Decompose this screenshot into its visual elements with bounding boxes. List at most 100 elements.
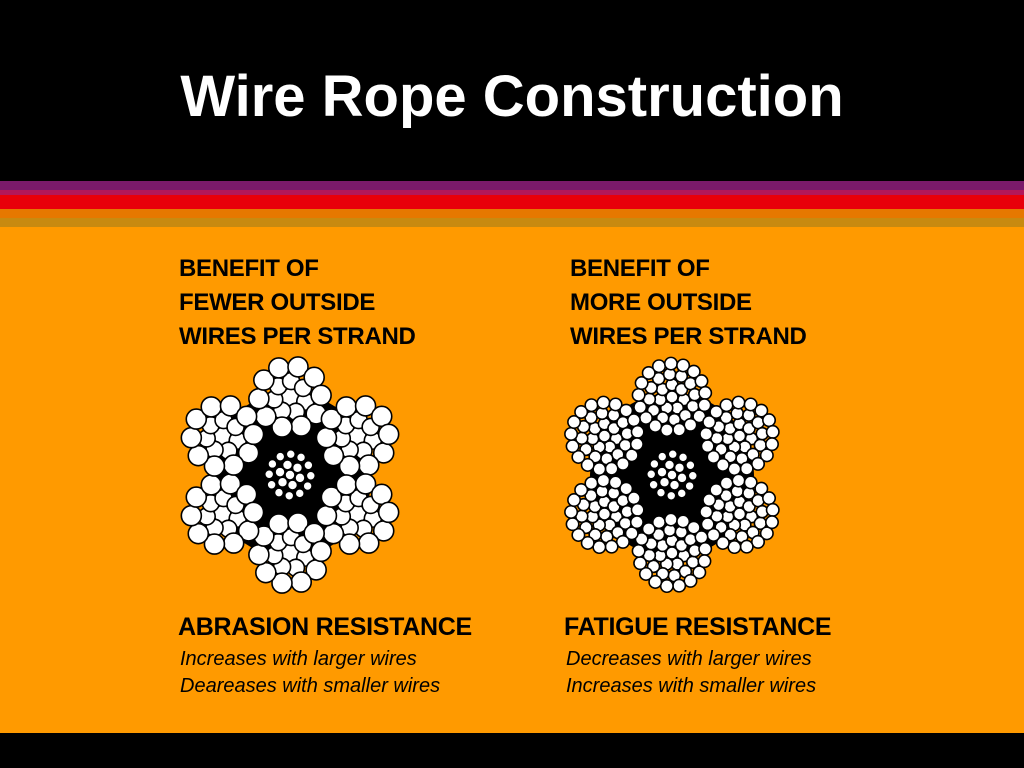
strand-wire (219, 395, 242, 417)
strand-wire (751, 493, 765, 508)
strand-wire (303, 366, 325, 389)
strand-wire (203, 533, 226, 555)
strand-wire (242, 501, 265, 524)
core-wire (676, 488, 688, 499)
core-wire (294, 488, 306, 499)
strand-wire (310, 540, 332, 563)
strand-wire (727, 540, 742, 555)
strand-wire (648, 574, 663, 589)
core-wire (656, 466, 668, 478)
left-heading: BENEFIT OF FEWER OUTSIDE WIRES PER STRAN… (179, 252, 416, 354)
left-note-1: Increases with larger wires (180, 648, 417, 670)
strand-wire (267, 357, 290, 379)
right-heading-line: MORE OUTSIDE (570, 289, 752, 316)
strand-wire (580, 535, 595, 550)
strand-wire (743, 397, 758, 412)
strand-wire (626, 413, 641, 428)
strand-wire (633, 556, 648, 571)
strand-wire (699, 426, 714, 441)
strand-wire (567, 493, 582, 508)
stripe-orange (0, 209, 1024, 218)
strand-wire (700, 517, 715, 532)
slide-title: Wire Rope Construction (180, 64, 844, 129)
strand-wire (596, 473, 611, 488)
strand-wire (565, 517, 580, 532)
strand-wire (242, 423, 265, 446)
strand-wire (187, 444, 210, 467)
strand-wire (754, 403, 769, 418)
strand-wire (739, 461, 754, 476)
core-wire (286, 479, 299, 491)
strand-wire (271, 572, 293, 594)
strand-wire (608, 475, 623, 490)
strand-wire (630, 502, 645, 517)
strand-wire (751, 456, 766, 471)
strand-wire (608, 397, 623, 412)
left-note-2: Deareases with smaller wires (180, 675, 441, 697)
strand-wire (322, 522, 345, 545)
strand-wire (754, 481, 769, 496)
strand-wire (580, 457, 595, 472)
strand-wire (203, 455, 226, 477)
strand-wire (731, 395, 746, 410)
core-wire (687, 470, 699, 482)
strand-wire (564, 426, 579, 441)
strand-wire (357, 532, 380, 554)
strand-wire (200, 474, 223, 496)
strand-wire (699, 504, 714, 519)
strand-wire (604, 539, 619, 554)
strand-wire (715, 457, 730, 472)
strand-wire (310, 384, 332, 407)
strand-wire (271, 416, 293, 438)
strand-wire (697, 398, 712, 413)
strand-wire (624, 448, 639, 463)
strand-wire (255, 405, 277, 428)
right-heading-line: BENEFIT OF (570, 255, 710, 282)
strand-wire (354, 473, 377, 495)
strand-wire (698, 385, 713, 400)
strand-wire (235, 405, 258, 428)
strand-wire (187, 522, 210, 545)
wire-rope-large-wires-diagram (180, 356, 400, 594)
strand-wire (659, 579, 674, 594)
strand-wire (180, 426, 203, 449)
core-wire (281, 459, 294, 471)
core-wire (655, 487, 667, 498)
strand-wire (222, 532, 245, 554)
strand-wire (354, 395, 377, 417)
core-wire (276, 476, 289, 489)
core-wire (291, 461, 304, 474)
strand-wire (641, 365, 656, 380)
strand-wire (290, 571, 313, 593)
strand-wire (719, 476, 734, 491)
strand-wire (255, 561, 277, 584)
strand-wire (303, 522, 325, 545)
core-wire (302, 480, 313, 492)
strand-wire (694, 374, 709, 389)
strand-wire (574, 404, 589, 419)
strand-wire (629, 515, 644, 530)
strand-wire (315, 504, 338, 527)
strand-wire (683, 417, 698, 432)
abrasion-resistance-label: ABRASION RESISTANCE (178, 613, 472, 641)
strand-wire (731, 473, 746, 488)
right-heading-line: WIRES PER STRAND (570, 323, 807, 350)
strand-wire (765, 502, 780, 517)
strand-wire (751, 534, 766, 549)
strand-wire (672, 578, 687, 593)
core-wire (648, 479, 659, 491)
strand-wire (615, 456, 630, 471)
strand-wire (604, 461, 619, 476)
core-wire (263, 468, 275, 480)
strand-wire (370, 405, 393, 428)
core-wire (668, 479, 681, 491)
core-wire (295, 452, 307, 463)
strand-wire (571, 449, 586, 464)
strand-wire (616, 415, 630, 430)
strand-wire (619, 481, 634, 496)
right-heading: BENEFIT OF MORE OUTSIDE WIRES PER STRAND (570, 252, 807, 354)
core-wire (658, 476, 671, 489)
strand-wire (759, 526, 774, 541)
strand-wire (574, 482, 589, 497)
strand-wire (315, 426, 338, 449)
